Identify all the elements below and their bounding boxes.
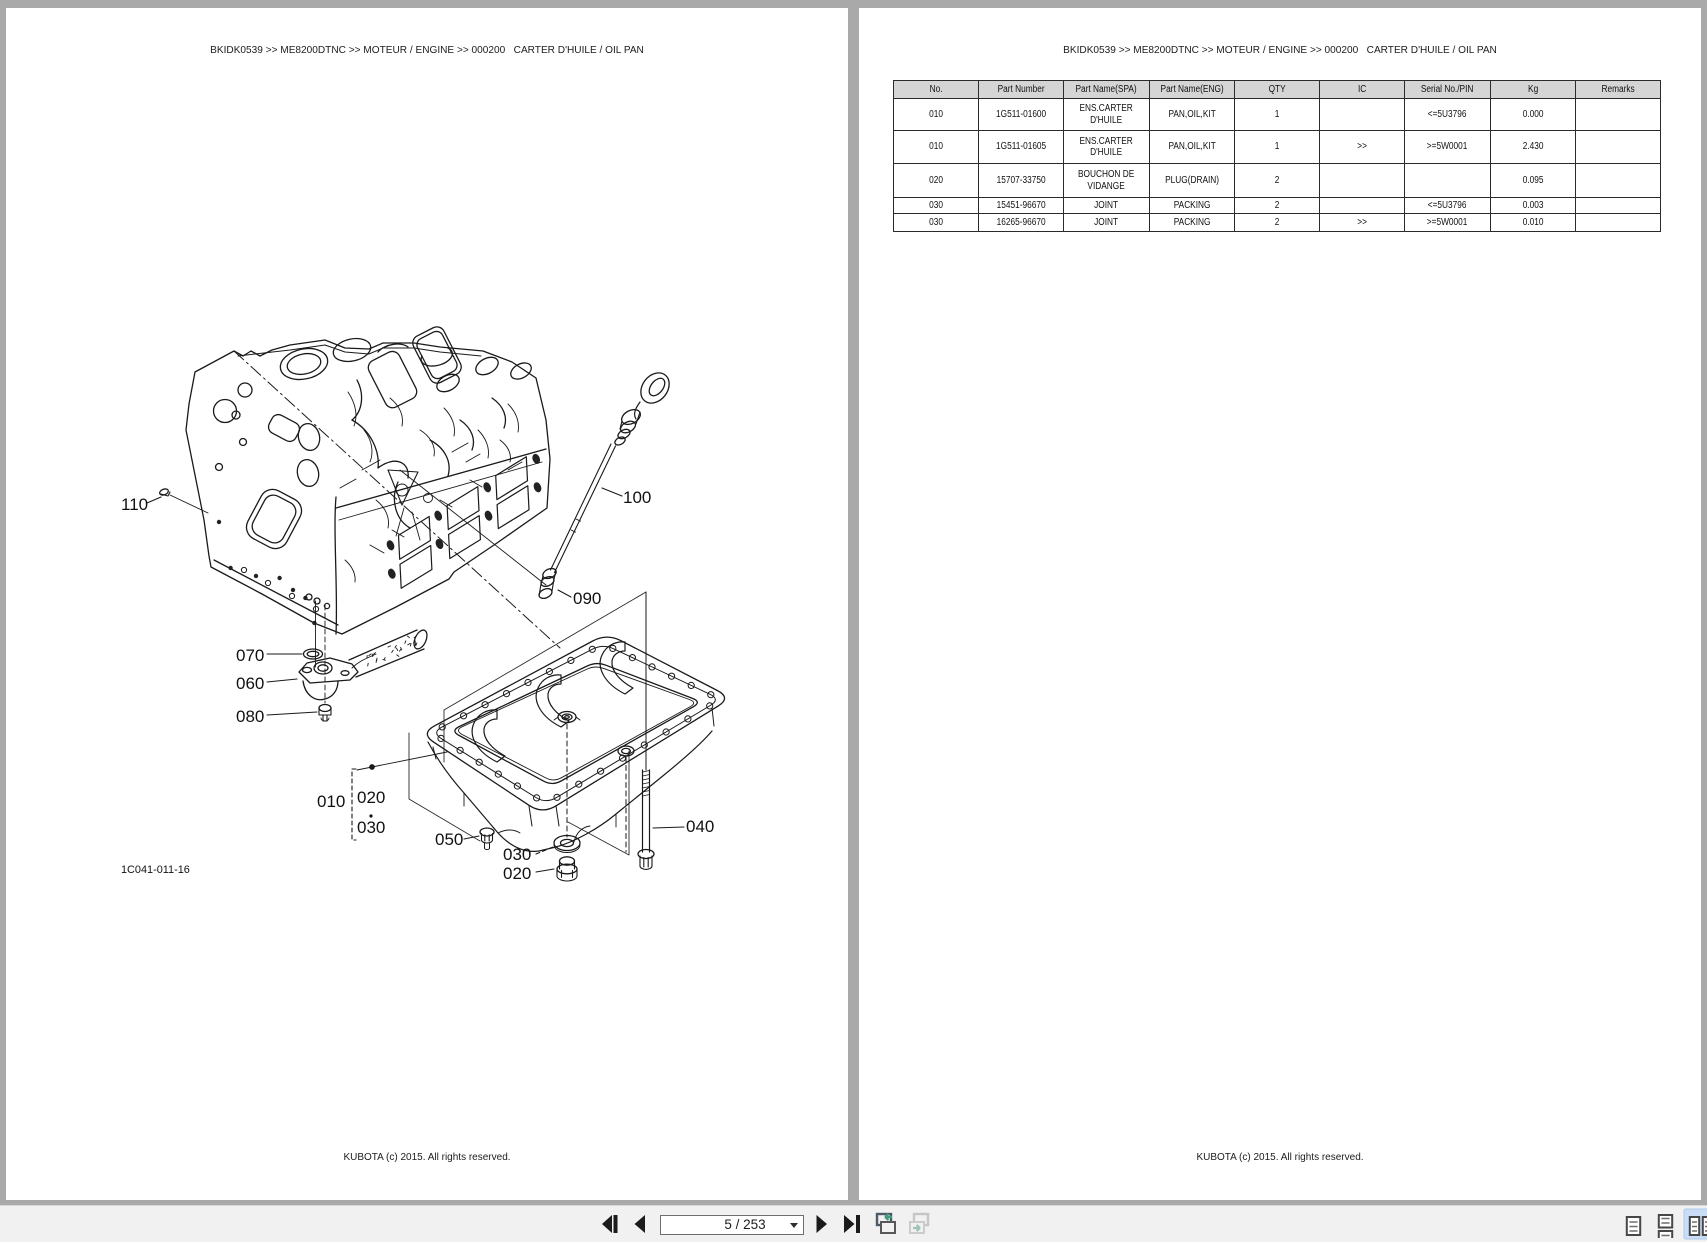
svg-text:080: 080	[236, 707, 264, 726]
svg-text:1C041-011-16: 1C041-011-16	[121, 864, 190, 876]
svg-text:100: 100	[623, 488, 651, 507]
svg-text:030: 030	[503, 845, 531, 864]
svg-text:050: 050	[435, 830, 463, 849]
svg-text:020: 020	[503, 864, 531, 883]
svg-text:110: 110	[121, 495, 148, 514]
svg-text:020: 020	[357, 788, 385, 807]
svg-text:090: 090	[573, 589, 601, 608]
svg-text:040: 040	[686, 817, 714, 836]
svg-text:030: 030	[357, 818, 385, 837]
svg-text:060: 060	[236, 674, 264, 693]
svg-text:070: 070	[236, 646, 264, 665]
svg-text:010: 010	[317, 792, 345, 811]
